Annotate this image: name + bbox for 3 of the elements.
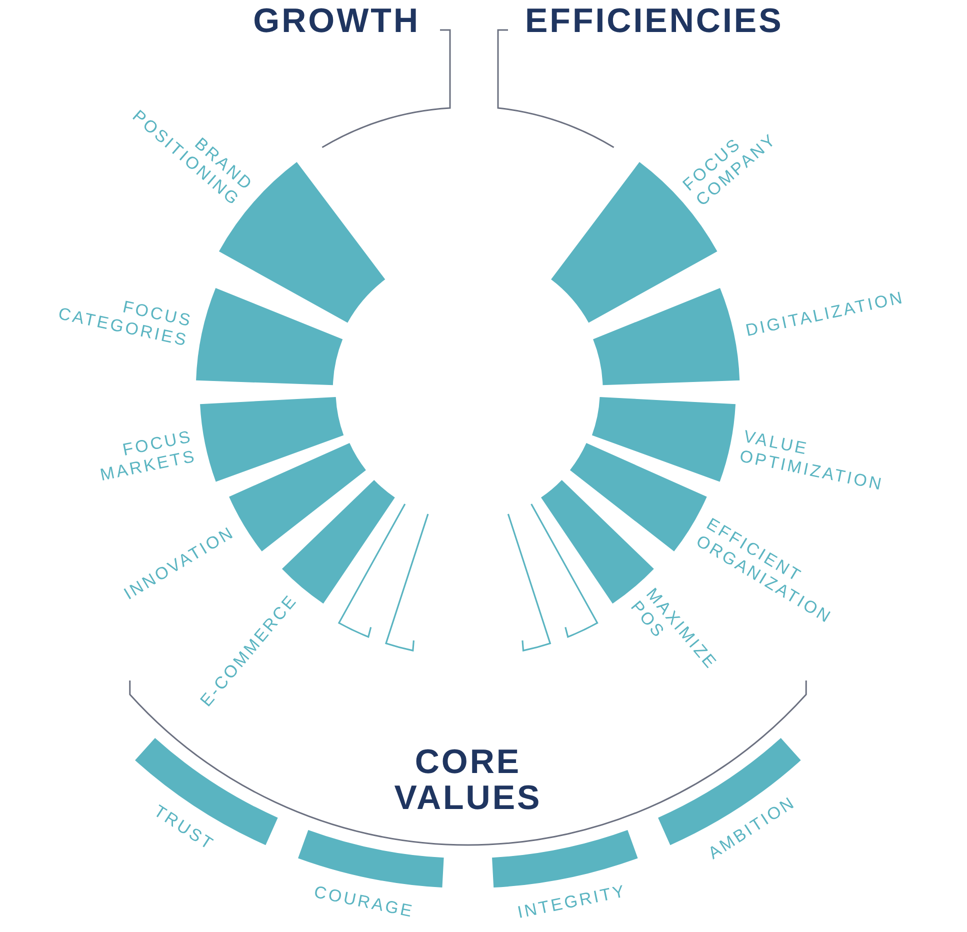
section-heading: GROWTH xyxy=(253,4,420,40)
section-heading: EFFICIENCIES xyxy=(525,4,784,40)
section-heading: CORE VALUES xyxy=(394,745,542,816)
